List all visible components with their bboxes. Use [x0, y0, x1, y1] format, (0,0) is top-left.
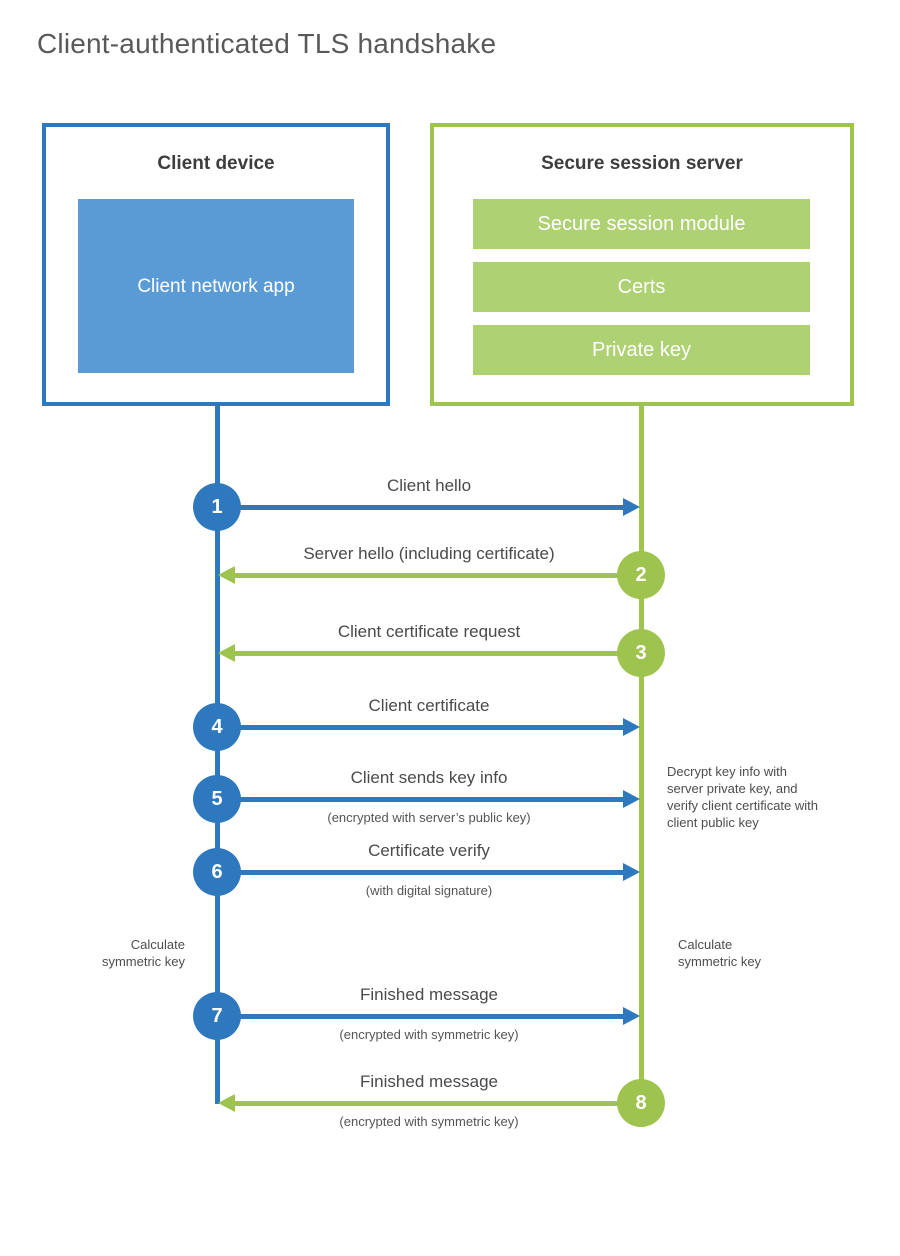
message-arrow [235, 724, 627, 730]
message-label: Server hello (including certificate) [303, 544, 555, 563]
step-circle: 5 [193, 775, 241, 823]
message-label: Finished message [360, 1072, 498, 1091]
calculate-symmetric-key-client: Calculate symmetric key [101, 937, 185, 969]
arrowhead-right-icon [623, 790, 640, 808]
message-label: Client hello [386, 476, 472, 495]
message-sublabel: (encrypted with server’s public key) [327, 810, 531, 825]
server-module-certs: Certs [473, 262, 810, 312]
message-arrow [231, 1100, 623, 1106]
message-sublabel: (encrypted with symmetric key) [339, 1027, 519, 1042]
client-network-app-label: Client network app [137, 275, 295, 297]
arrowhead-right-icon [623, 1007, 640, 1025]
secure-session-server-box: Secure session server Secure session mod… [430, 123, 854, 406]
calculate-symmetric-key-server: Calculate symmetric key [678, 937, 762, 969]
secure-session-server-title: Secure session server [541, 153, 743, 174]
message-label: Certificate verify [368, 841, 490, 860]
client-device-box: Client device Client network app [42, 123, 390, 406]
step-circle: 6 [193, 848, 241, 896]
step-circle: 3 [617, 629, 665, 677]
message-sublabel: (with digital signature) [365, 883, 493, 898]
step-circle: 2 [617, 551, 665, 599]
client-lifeline [215, 406, 220, 1104]
arrowhead-left-icon [218, 1094, 235, 1112]
message-arrow [235, 504, 627, 510]
step-circle: 4 [193, 703, 241, 751]
arrowhead-left-icon [218, 566, 235, 584]
server-module-private-key: Private key [473, 325, 810, 375]
arrowhead-right-icon [623, 863, 640, 881]
message-arrow [235, 869, 627, 875]
message-label: Client certificate request [337, 622, 521, 641]
server-modules: Secure session module Certs Private key [473, 199, 810, 375]
message-label: Finished message [360, 985, 498, 1004]
client-device-title: Client device [157, 153, 275, 174]
step-circle: 1 [193, 483, 241, 531]
decrypt-key-note: Decrypt key info with server private key… [667, 764, 818, 830]
message-sublabel: (encrypted with symmetric key) [339, 1114, 519, 1129]
client-network-app-box: Client network app [78, 199, 354, 373]
message-label: Client certificate [368, 696, 490, 715]
message-arrow [235, 796, 627, 802]
arrowhead-right-icon [623, 498, 640, 516]
server-lifeline [639, 406, 644, 1127]
step-circle: 7 [193, 992, 241, 1040]
arrowhead-left-icon [218, 644, 235, 662]
page-title: Client-authenticated TLS handshake [37, 28, 497, 59]
message-arrow [235, 1013, 627, 1019]
server-module-secure-session: Secure session module [473, 199, 810, 249]
step-circle: 8 [617, 1079, 665, 1127]
arrowhead-right-icon [623, 718, 640, 736]
message-label: Client sends key info [350, 768, 508, 787]
message-arrow [231, 650, 623, 656]
message-arrow [231, 572, 623, 578]
